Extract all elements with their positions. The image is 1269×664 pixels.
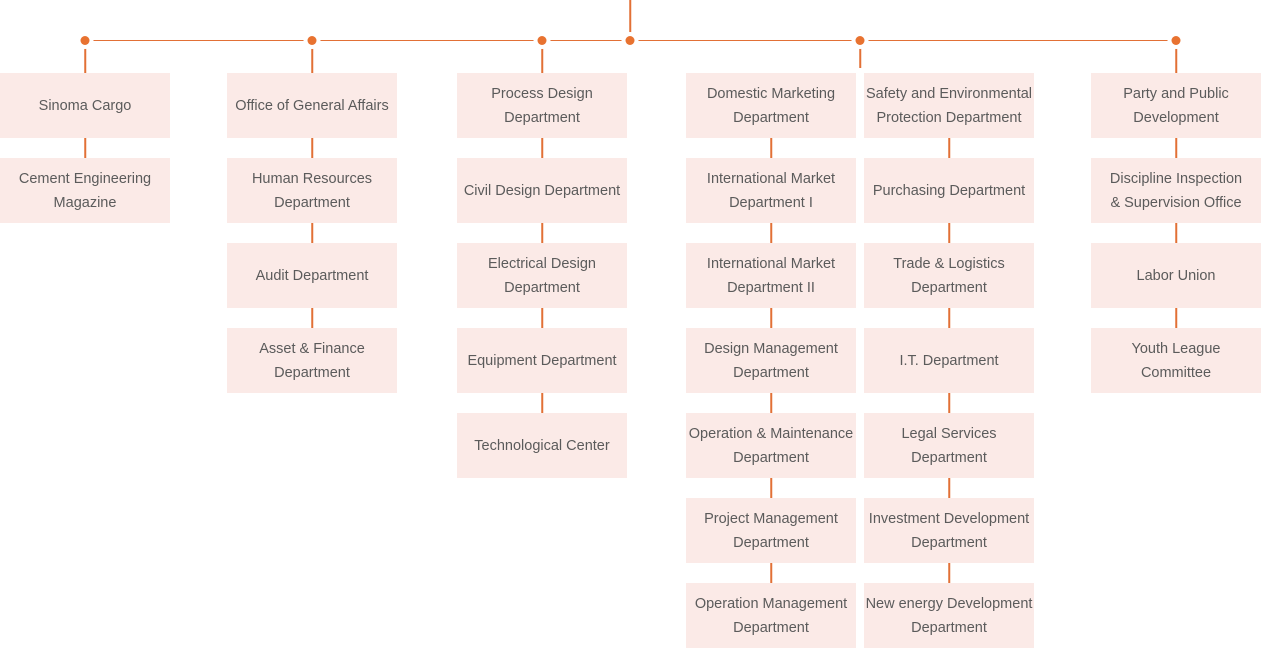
junction-dot	[537, 35, 547, 45]
node-cement-engineering-magazine: Cement Engineering Magazine	[0, 158, 170, 223]
org-column-1: Sinoma Cargo Cement Engineering Magazine	[0, 73, 170, 223]
node-civil-design-department: Civil Design Department	[457, 158, 627, 223]
node-human-resources-department: Human Resources Department	[227, 158, 397, 223]
node-investment-development-department: Investment Development Department	[864, 498, 1034, 563]
junction-dot	[307, 35, 317, 45]
node-technological-center: Technological Center	[457, 413, 627, 478]
node-process-design-department: Process Design Department	[457, 73, 627, 138]
node-equipment-department: Equipment Department	[457, 328, 627, 393]
node-operation-maintenance-department: Operation & Maintenance Department	[686, 413, 856, 478]
node-party-public-development: Party and Public Development	[1091, 73, 1261, 138]
node-discipline-inspection-supervision-office: Discipline Inspection & Supervision Offi…	[1091, 158, 1261, 223]
node-design-management-department: Design Management Department	[686, 328, 856, 393]
junction-dot	[1171, 35, 1181, 45]
org-column-5: Safety and Environmental Protection Depa…	[864, 73, 1034, 648]
root-stem-line	[629, 0, 631, 35]
node-youth-league-committee: Youth League Committee	[1091, 328, 1261, 393]
junction-dot	[855, 35, 865, 45]
node-asset-finance-department: Asset & Finance Department	[227, 328, 397, 393]
node-operation-management-department: Operation Management Department	[686, 583, 856, 648]
node-labor-union: Labor Union	[1091, 243, 1261, 308]
node-sinoma-cargo: Sinoma Cargo	[0, 73, 170, 138]
org-column-3: Process Design Department Civil Design D…	[457, 73, 627, 478]
node-international-market-department-1: International Market Department I	[686, 158, 856, 223]
node-safety-environmental-protection-department: Safety and Environmental Protection Depa…	[864, 73, 1034, 138]
node-audit-department: Audit Department	[227, 243, 397, 308]
node-purchasing-department: Purchasing Department	[864, 158, 1034, 223]
node-legal-services-department: Legal Services Department	[864, 413, 1034, 478]
org-column-2: Office of General Affairs Human Resource…	[227, 73, 397, 393]
node-project-management-department: Project Management Department	[686, 498, 856, 563]
node-trade-logistics-department: Trade & Logistics Department	[864, 243, 1034, 308]
branch-stem-line	[859, 46, 861, 68]
node-domestic-marketing-department: Domestic Marketing Department	[686, 73, 856, 138]
node-office-of-general-affairs: Office of General Affairs	[227, 73, 397, 138]
org-column-6: Party and Public Development Discipline …	[1091, 73, 1261, 393]
node-international-market-department-2: International Market Department II	[686, 243, 856, 308]
node-new-energy-development-department: New energy Development Department	[864, 583, 1034, 648]
node-it-department: I.T. Department	[864, 328, 1034, 393]
node-electrical-design-department: Electrical Design Department	[457, 243, 627, 308]
junction-dot	[80, 35, 90, 45]
column-connector-line	[541, 46, 543, 423]
junction-dot	[625, 35, 635, 45]
org-column-4: Domestic Marketing Department Internatio…	[686, 73, 856, 648]
